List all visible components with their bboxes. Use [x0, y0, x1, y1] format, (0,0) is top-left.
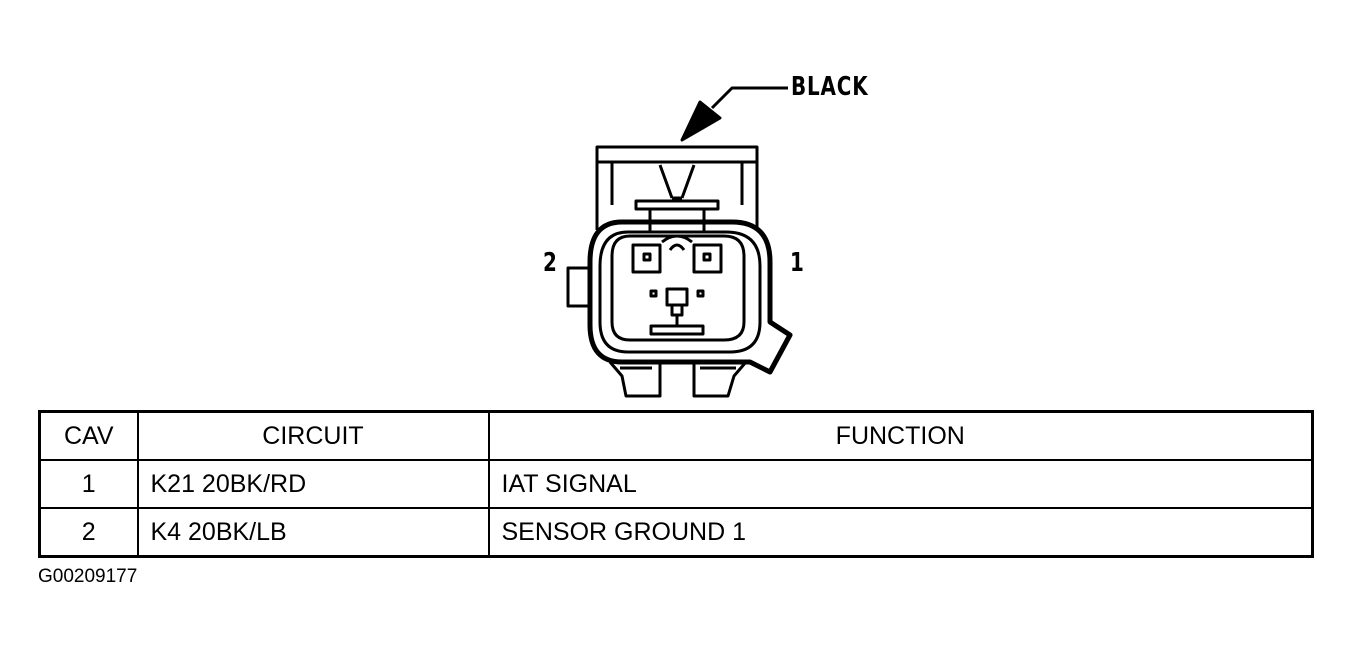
figure-id: G00209177: [38, 566, 138, 587]
cavity-2: [631, 243, 662, 274]
connector-color-label: BLACK: [791, 72, 869, 102]
connector-latch: [595, 145, 759, 232]
header-cav: CAV: [38, 410, 139, 461]
cell-function: IAT SIGNAL: [487, 459, 1314, 509]
cell-function: SENSOR GROUND 1: [487, 507, 1314, 558]
pinout-table: CAV CIRCUIT FUNCTION 1 K21 20BK/RD IAT S…: [38, 410, 1314, 558]
cell-cav: 2: [38, 507, 139, 558]
callout-leader: [680, 86, 788, 142]
table-row: 2 K4 20BK/LB SENSOR GROUND 1: [38, 507, 1314, 558]
table-header-row: CAV CIRCUIT FUNCTION: [38, 410, 1314, 461]
cavity-label-1: 1: [790, 248, 805, 278]
cell-circuit: K21 20BK/RD: [136, 459, 490, 509]
cell-circuit: K4 20BK/LB: [136, 507, 490, 558]
cell-cav: 1: [38, 459, 139, 509]
header-function: FUNCTION: [487, 410, 1314, 461]
connector-face: [610, 234, 746, 342]
cavity-1: [692, 243, 723, 274]
header-circuit: CIRCUIT: [136, 410, 490, 461]
table-row: 1 K21 20BK/RD IAT SIGNAL: [38, 459, 1314, 509]
connector-housing: [566, 219, 793, 398]
cavity-label-2: 2: [543, 248, 558, 278]
